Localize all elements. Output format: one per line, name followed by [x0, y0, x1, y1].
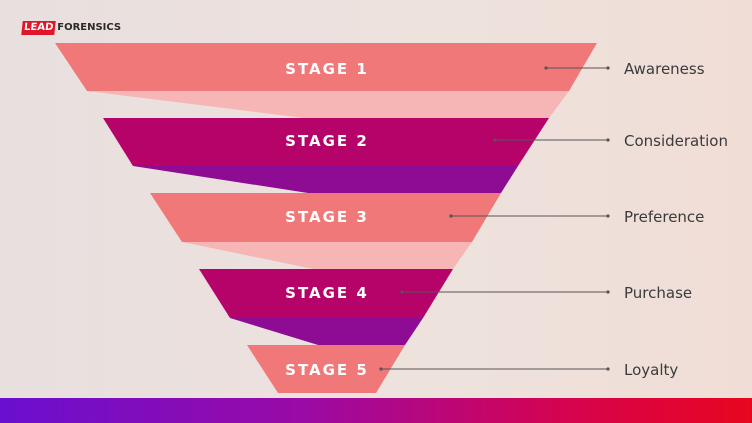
stage-2-leader-dot-2	[606, 138, 610, 142]
funnel-labels: AwarenessConsiderationPreferencePurchase…	[624, 60, 728, 379]
stage-1-leader-dot-1	[544, 66, 548, 70]
stage-1-label: Awareness	[624, 60, 705, 78]
stage-3-leader-dot-1	[449, 214, 453, 218]
funnel-stage-5-band	[247, 345, 405, 393]
funnel-connector-3	[182, 242, 472, 269]
lead-forensics-logo: LEAD FORENSICS	[21, 21, 122, 35]
funnel-stage-4-band	[199, 269, 453, 318]
funnel-stage-3-band	[150, 193, 501, 242]
funnel-connector-4	[230, 318, 423, 345]
logo-forensics-text: FORENSICS	[57, 22, 122, 33]
stage-2-leader-dot-1	[493, 138, 497, 142]
stage-5-leader-dot-2	[606, 367, 610, 371]
stage-2-title: STAGE 2	[285, 132, 369, 150]
stage-3-title: STAGE 3	[285, 208, 369, 226]
funnel-connectors	[87, 91, 569, 345]
stage-4-leader-dot-2	[606, 290, 610, 294]
funnel-stage-2-band	[103, 118, 549, 166]
stage-5-label: Loyalty	[624, 361, 678, 379]
stage-3-label: Preference	[624, 208, 704, 226]
funnel-bands: STAGE 1 STAGE 2 STAGE 3 STAGE 4 STAGE 5	[55, 43, 597, 393]
stage-2-label: Consideration	[624, 132, 728, 150]
stage-1-title: STAGE 1	[285, 60, 369, 78]
stage-5-title: STAGE 5	[285, 361, 369, 379]
funnel-connector-1	[87, 91, 569, 118]
stage-4-title: STAGE 4	[285, 284, 369, 302]
stage-5-leader-dot-1	[379, 367, 383, 371]
funnel-stage-1-band	[55, 43, 597, 91]
stage-4-leader-dot-1	[400, 290, 404, 294]
funnel-leader-lines	[379, 66, 610, 371]
funnel-connector-2	[133, 166, 518, 193]
stage-1-leader-dot-2	[606, 66, 610, 70]
gradient-footer-bar	[0, 398, 752, 423]
funnel-diagram: STAGE 1 STAGE 2 STAGE 3 STAGE 4 STAGE 5 Awar…	[55, 43, 728, 393]
stage-3-leader-dot-2	[606, 214, 610, 218]
stage-4-label: Purchase	[624, 284, 692, 302]
